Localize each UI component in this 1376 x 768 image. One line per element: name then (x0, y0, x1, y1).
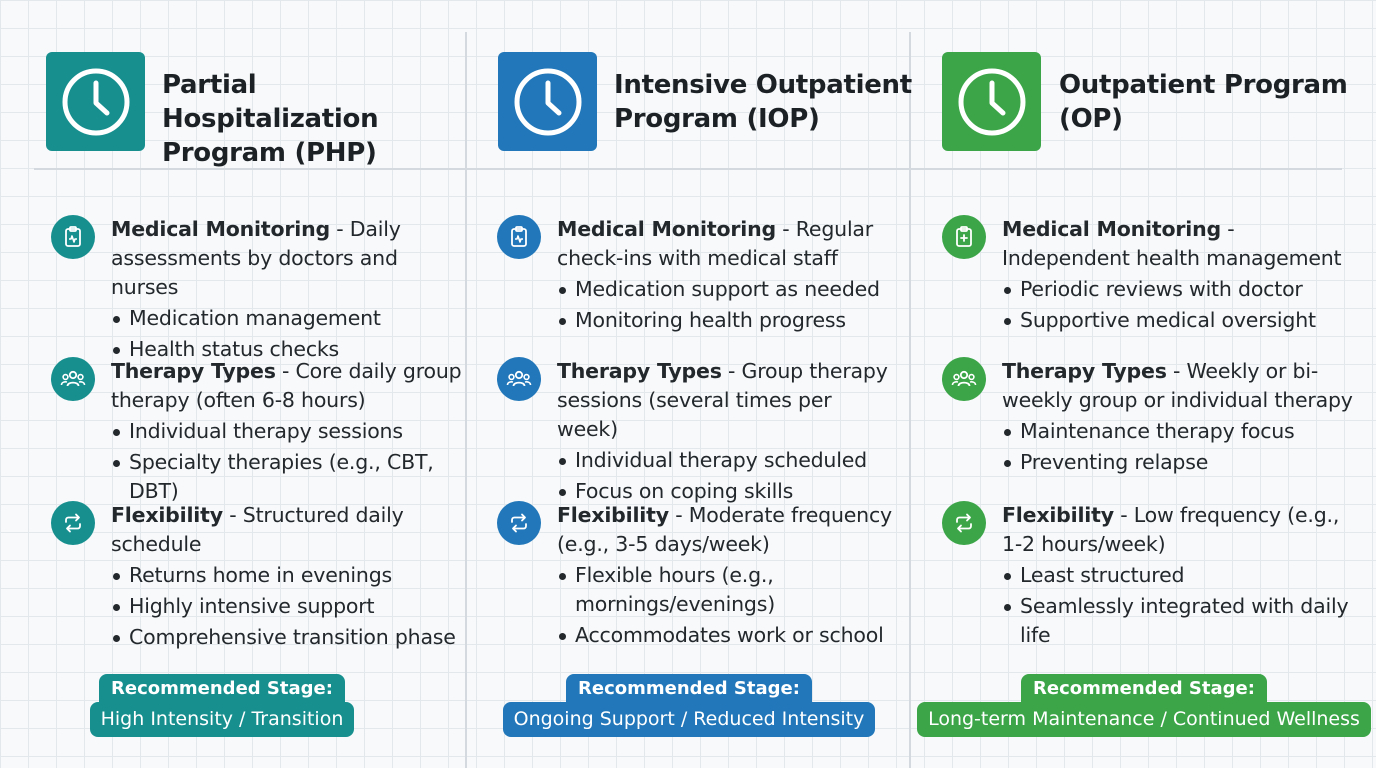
clock-icon (942, 52, 1041, 151)
list-item: Periodic reviews with doctor (1002, 275, 1362, 304)
stage-value: Long-term Maintenance / Continued Wellne… (917, 702, 1371, 737)
list-item: Maintenance therapy focus (1002, 417, 1362, 446)
clipboard-icon (51, 215, 95, 259)
stage-label: Recommended Stage: (566, 674, 812, 702)
section-label: Therapy Types (557, 359, 722, 383)
section-text: Group therapy sessions (several times pe… (557, 359, 888, 441)
list-item: Health status checks (111, 335, 466, 364)
section-label: Medical Monitoring (1002, 217, 1221, 241)
group-icon (51, 357, 95, 401)
section-text: Regular check-ins with medical staff (557, 217, 874, 270)
section-text: Low frequency (e.g., 1-2 hours/week) (1002, 503, 1340, 556)
list-item: Comprehensive transition phase (111, 623, 466, 652)
group-icon (497, 357, 541, 401)
list-item: Medication support as needed (557, 275, 897, 304)
program-column-op: Outpatient Program (OP) Medical Monitori… (912, 0, 1376, 768)
section-text: Moderate frequency (e.g., 3-5 days/week) (557, 503, 892, 556)
list-item: Specialty therapies (e.g., CBT, DBT) (111, 448, 466, 506)
list-item: Least structured (1002, 561, 1362, 590)
section-text: Daily assessments by doctors and nurses (111, 217, 401, 299)
section-text: Weekly or bi-weekly group or individual … (1002, 359, 1353, 412)
section-label: Medical Monitoring (111, 217, 330, 241)
recommended-stage: Recommended Stage: Ongoing Support / Red… (468, 674, 910, 737)
clock-icon (46, 52, 145, 151)
repeat-icon (51, 501, 95, 545)
section-text: Independent health management (1002, 246, 1342, 270)
list-item: Supportive medical oversight (1002, 306, 1362, 335)
program-column-php: Partial Hospitalization Program (PHP) Me… (0, 0, 466, 768)
program-title: Outpatient Program (OP) (1059, 70, 1348, 134)
section-label: Flexibility (557, 503, 669, 527)
list-item: Returns home in evenings (111, 561, 466, 590)
group-icon (942, 357, 986, 401)
list-item: Preventing relapse (1002, 448, 1362, 477)
section-label: Therapy Types (1002, 359, 1167, 383)
list-item: Monitoring health progress (557, 306, 897, 335)
list-item: Seamlessly integrated with daily life (1002, 592, 1362, 650)
list-item: Medication management (111, 304, 466, 333)
list-item: Flexible hours (e.g., mornings/evenings) (557, 561, 897, 619)
section-label: Flexibility (1002, 503, 1114, 527)
program-column-iop: Intensive Outpatient Program (IOP) Medic… (468, 0, 912, 768)
repeat-icon (497, 501, 541, 545)
list-item: Individual therapy scheduled (557, 446, 897, 475)
clock-icon (498, 52, 597, 151)
list-item: Individual therapy sessions (111, 417, 466, 446)
stage-label: Recommended Stage: (99, 674, 345, 702)
list-item: Accommodates work or school (557, 621, 897, 650)
section-text: Core daily group therapy (often 6-8 hour… (111, 359, 462, 412)
recommended-stage: Recommended Stage: Long-term Maintenance… (912, 674, 1376, 737)
column-divider (909, 32, 911, 768)
program-title: Partial Hospitalization Program (PHP) (162, 70, 379, 168)
column-divider (465, 32, 467, 768)
recommended-stage: Recommended Stage: High Intensity / Tran… (0, 674, 455, 737)
stage-value: High Intensity / Transition (89, 702, 355, 737)
section-label: Flexibility (111, 503, 223, 527)
section-text: Structured daily schedule (111, 503, 404, 556)
clipboard-icon (942, 215, 986, 259)
stage-value: Ongoing Support / Reduced Intensity (502, 702, 876, 737)
section-label: Therapy Types (111, 359, 276, 383)
list-item: Highly intensive support (111, 592, 466, 621)
header-divider (34, 168, 1342, 170)
stage-label: Recommended Stage: (1021, 674, 1267, 702)
section-label: Medical Monitoring (557, 217, 776, 241)
repeat-icon (942, 501, 986, 545)
clipboard-icon (497, 215, 541, 259)
program-title: Intensive Outpatient Program (IOP) (614, 70, 912, 134)
list-item: Focus on coping skills (557, 477, 897, 506)
